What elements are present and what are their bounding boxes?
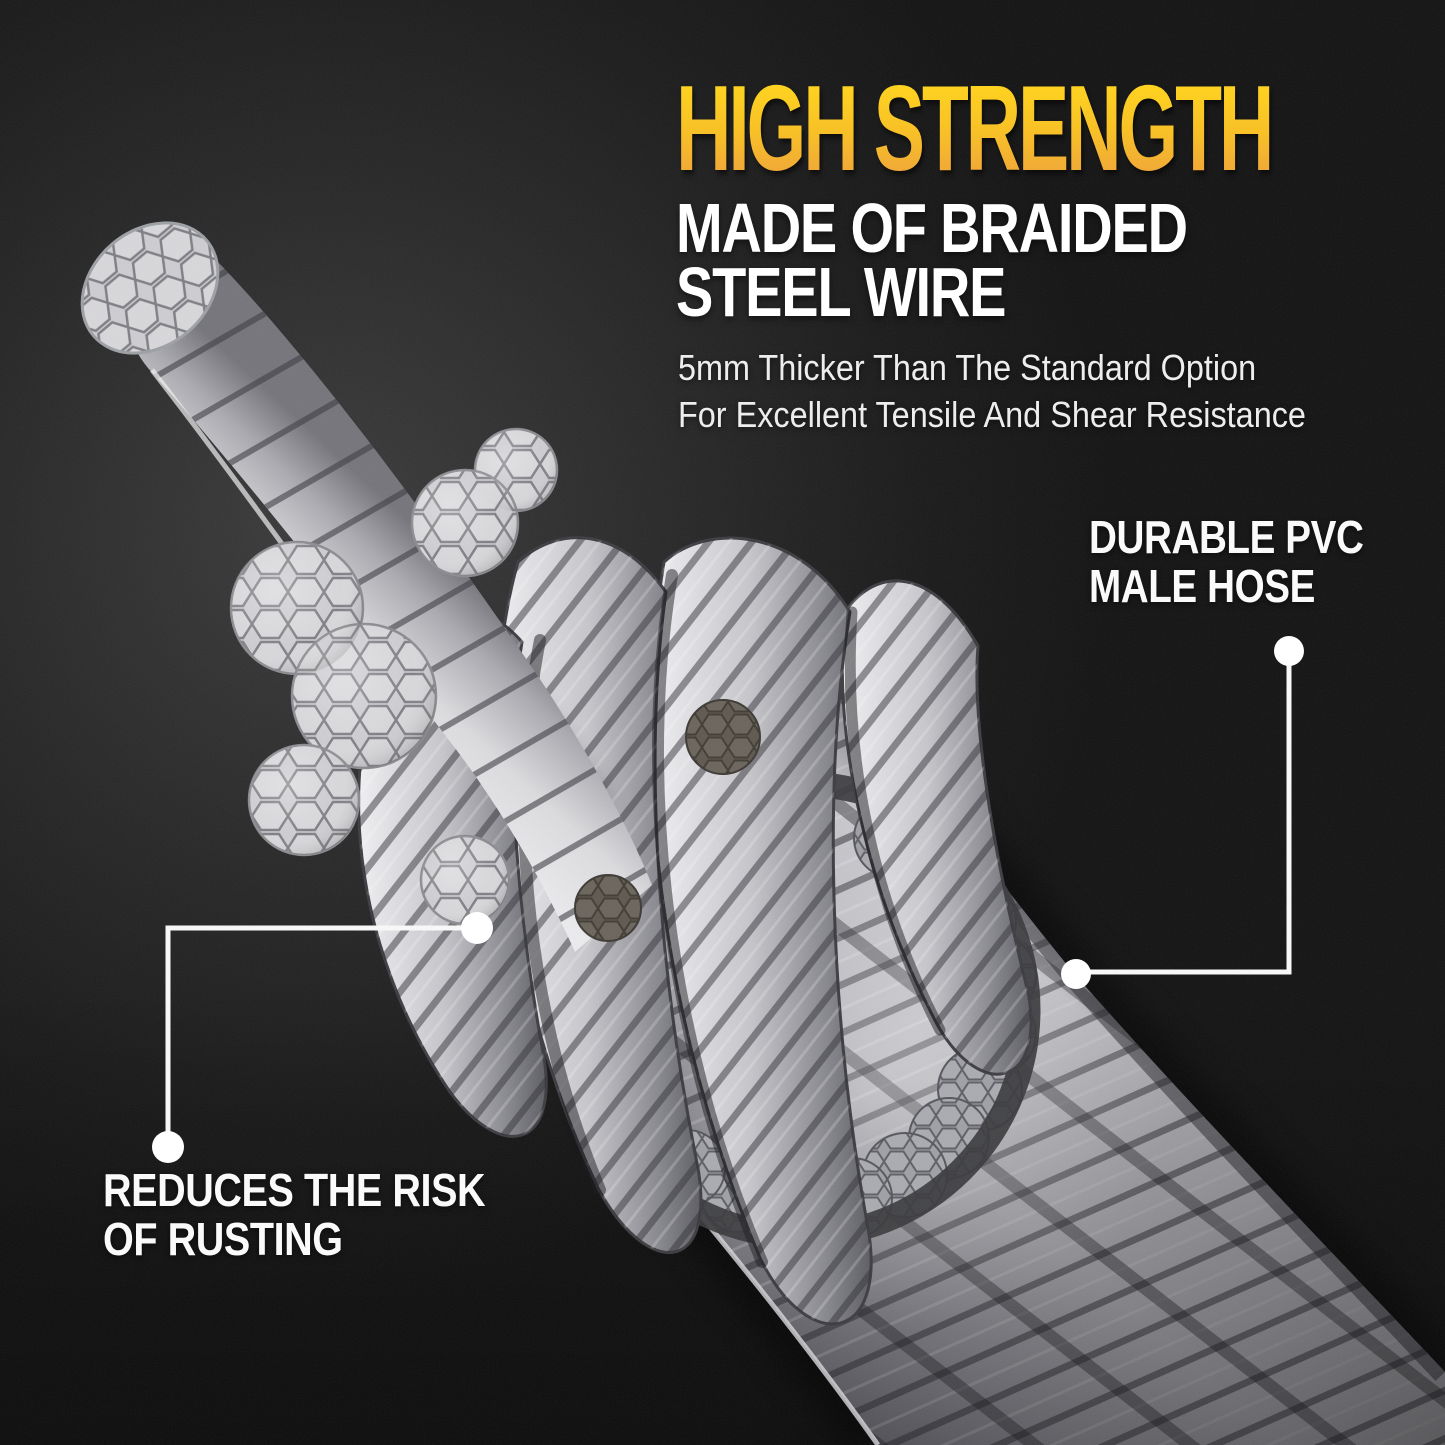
callout-label-rust: REDUCES THE RISK OF RUSTING bbox=[103, 1164, 486, 1265]
callout-pvc-line-2: MALE HOSE bbox=[1089, 560, 1315, 612]
callout-pvc-line-1: DURABLE PVC bbox=[1089, 511, 1364, 563]
subtitle-line-2: STEEL WIRE bbox=[676, 253, 1006, 331]
subtitle-line-1: MADE OF BRAIDED bbox=[676, 189, 1188, 267]
callout-label-pvc: DURABLE PVC MALE HOSE bbox=[1089, 511, 1364, 612]
callout-rust-line-1: REDUCES THE RISK bbox=[103, 1164, 486, 1216]
callout-rust-line-2: OF RUSTING bbox=[103, 1213, 343, 1265]
callout-rust-dot-target bbox=[461, 912, 493, 944]
page-title: HIGH STRENGTH bbox=[676, 60, 1274, 196]
callout-pvc-connector bbox=[1076, 651, 1292, 975]
body-line-1: 5mm Thicker Than The Standard Option bbox=[678, 347, 1257, 388]
callout-pvc-dot-label bbox=[1274, 636, 1304, 666]
callout-pvc-dot-target bbox=[1061, 959, 1091, 989]
headline-body: 5mm Thicker Than The Standard Option For… bbox=[678, 344, 1306, 438]
headline-subtitle: MADE OF BRAIDED STEEL WIRE bbox=[676, 189, 1188, 331]
callout-rust-connector bbox=[165, 925, 477, 1147]
callout-rust-dot-label bbox=[152, 1131, 184, 1163]
body-line-2: For Excellent Tensile And Shear Resistan… bbox=[678, 394, 1306, 435]
